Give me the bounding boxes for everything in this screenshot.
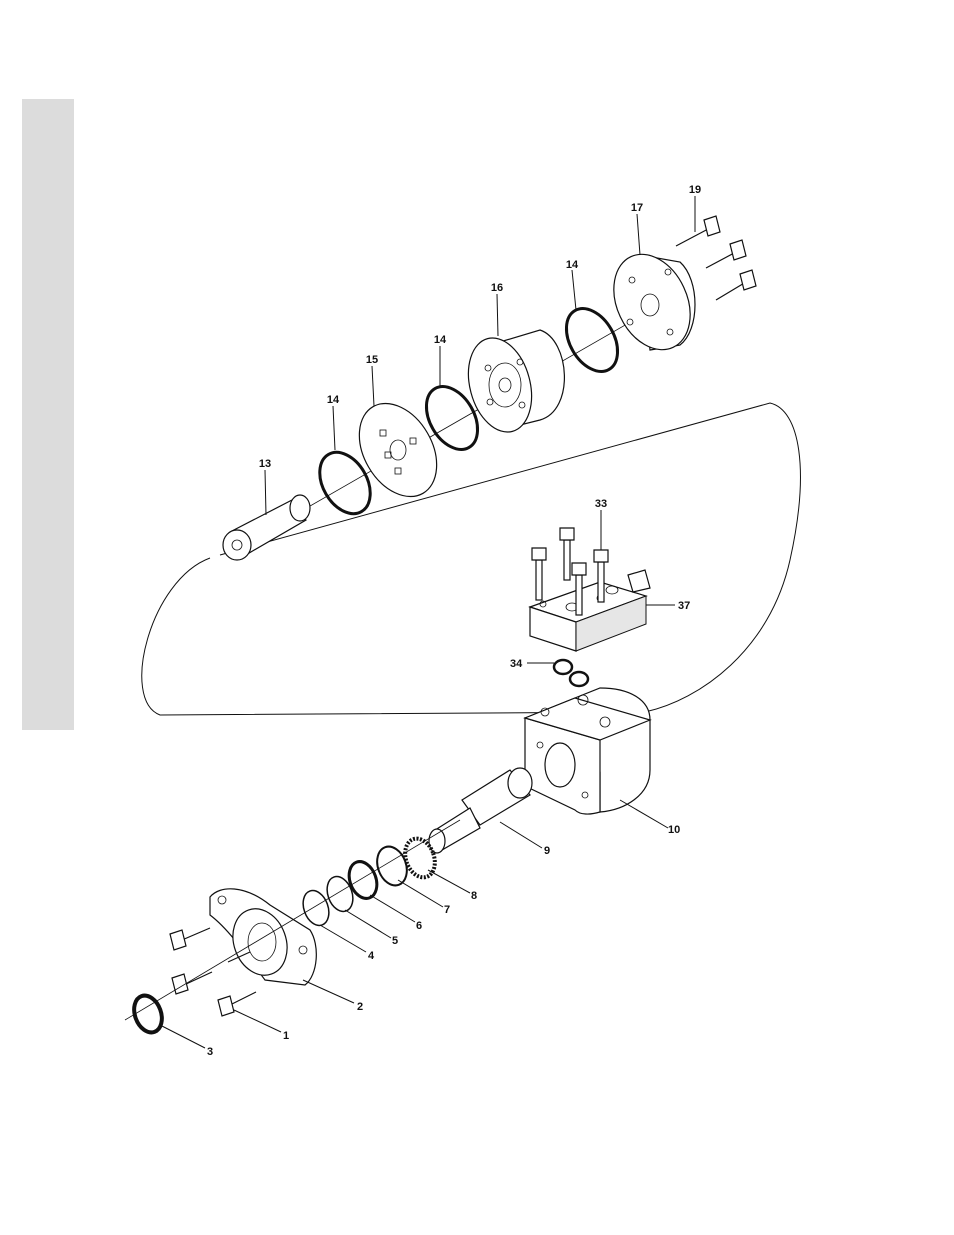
callout-13: 13 xyxy=(259,458,271,470)
spool-part xyxy=(429,768,532,853)
callout-10: 10 xyxy=(668,824,680,836)
callout-5: 5 xyxy=(392,935,398,947)
o-ring-part-6 xyxy=(344,858,381,903)
mounting-flange-part xyxy=(210,889,316,985)
wear-plate-part xyxy=(344,390,453,511)
callout-34: 34 xyxy=(510,658,523,670)
lower-axis-line xyxy=(125,820,460,1020)
callout-7: 7 xyxy=(444,904,450,916)
seal-part xyxy=(299,887,334,929)
main-housing-part xyxy=(525,688,650,814)
gerotor-housing-part xyxy=(459,330,565,439)
callout-17: 17 xyxy=(631,202,643,214)
drive-shaft-part xyxy=(223,495,310,560)
callout-1: 1 xyxy=(283,1030,289,1042)
callout-14-middle: 14 xyxy=(434,334,447,346)
callout-3: 3 xyxy=(207,1046,213,1058)
callout-37: 37 xyxy=(678,600,690,612)
callout-4: 4 xyxy=(368,950,375,962)
callout-14-upper: 14 xyxy=(566,259,579,271)
valve-block-part xyxy=(530,570,650,651)
callout-33: 33 xyxy=(595,498,607,510)
valve-o-rings-part xyxy=(554,660,588,686)
callout-6: 6 xyxy=(416,920,422,932)
callout-14-lower: 14 xyxy=(327,394,340,406)
callout-9: 9 xyxy=(544,845,550,857)
callout-19: 19 xyxy=(689,184,701,196)
backup-ring-part xyxy=(323,873,358,915)
callout-15: 15 xyxy=(366,354,378,366)
callout-8: 8 xyxy=(471,890,477,902)
end-cap-part xyxy=(599,242,705,362)
callout-16: 16 xyxy=(491,282,503,294)
callout-2: 2 xyxy=(357,1001,363,1013)
o-ring-part-14-upper xyxy=(556,300,628,381)
